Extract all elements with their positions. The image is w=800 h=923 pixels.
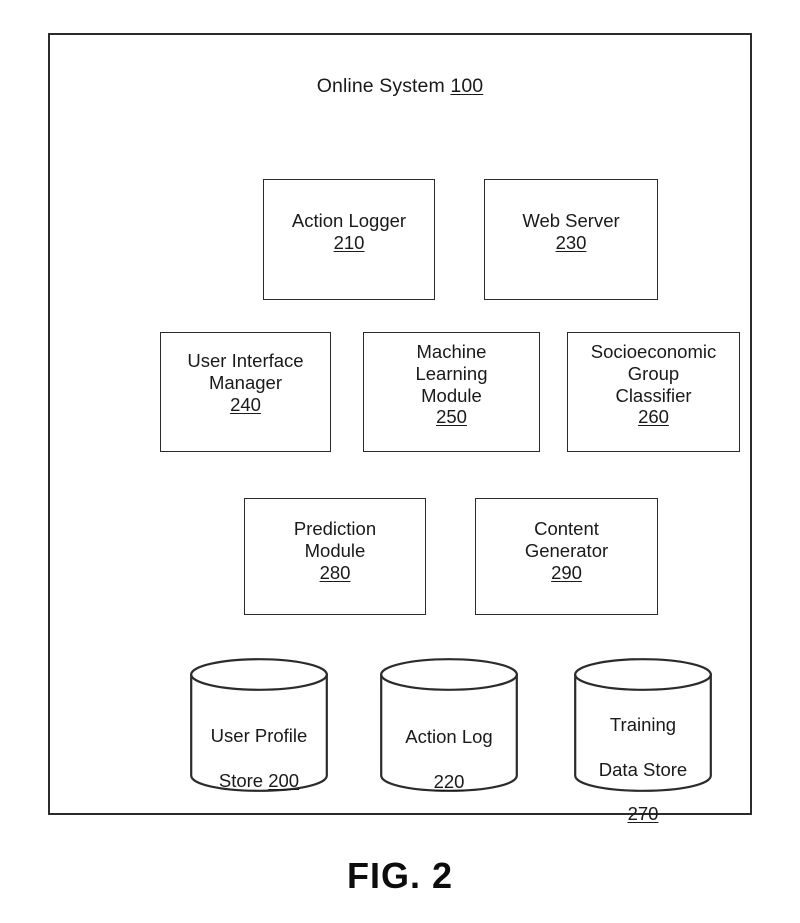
system-reference-number: 100 bbox=[450, 75, 484, 97]
module-label-action-logger: Action Logger bbox=[291, 210, 407, 231]
datastore-ref-training-data-store: 270 bbox=[627, 802, 659, 824]
module-box-prediction-module[interactable]: Prediction Module 280 bbox=[244, 498, 426, 615]
module-box-machine-learning-module[interactable]: Machine Learning Module 250 bbox=[363, 332, 540, 452]
module-box-action-logger[interactable]: Action Logger 210 bbox=[263, 179, 435, 300]
datastore-user-profile-store[interactable]: User Profile Store 200 bbox=[190, 658, 328, 792]
figure-caption: FIG. 2 bbox=[346, 855, 454, 896]
cylinder-shape-icon bbox=[190, 658, 328, 792]
module-ref-machine-learning-module: 250 bbox=[436, 406, 467, 428]
module-ref-prediction-module: 280 bbox=[319, 561, 351, 583]
datastore-label-line1-training-data-store: Training bbox=[609, 714, 677, 736]
module-label-machine-learning-module: Machine Learning Module bbox=[415, 341, 488, 406]
module-label-web-server: Web Server bbox=[522, 210, 620, 231]
datastore-label-line1-user-profile-store: User Profile bbox=[210, 725, 308, 747]
system-title-text: Online System bbox=[316, 75, 445, 97]
datastore-training-data-store[interactable]: Training Data Store 270 bbox=[574, 658, 712, 824]
datastore-label-line2-user-profile-store: Store bbox=[218, 769, 269, 791]
module-ref-web-server: 230 bbox=[555, 231, 587, 253]
module-label-content-generator: Content Generator bbox=[524, 518, 609, 561]
module-label-prediction-module: Prediction Module bbox=[293, 518, 377, 561]
datastore-ref-action-log: 220 bbox=[433, 770, 465, 792]
module-box-content-generator[interactable]: Content Generator 290 bbox=[475, 498, 658, 615]
module-label-socioeconomic-group-classifier: Socioeconomic Group Classifier bbox=[590, 341, 717, 406]
module-box-user-interface-manager[interactable]: User Interface Manager 240 bbox=[160, 332, 331, 452]
module-box-web-server[interactable]: Web Server 230 bbox=[484, 179, 658, 300]
datastore-action-log[interactable]: Action Log 220 bbox=[380, 658, 518, 792]
datastore-label-action-log: Action Log 220 bbox=[380, 704, 518, 793]
module-ref-content-generator: 290 bbox=[551, 561, 582, 583]
module-box-socioeconomic-group-classifier[interactable]: Socioeconomic Group Classifier 260 bbox=[567, 332, 740, 452]
module-ref-action-logger: 210 bbox=[333, 231, 365, 253]
online-system-boundary: Online System 100 Action Logger 210 Web … bbox=[48, 33, 752, 824]
datastore-label-line1-action-log: Action Log bbox=[405, 726, 493, 748]
module-label-user-interface-manager: User Interface Manager bbox=[187, 350, 304, 393]
cylinder-shape-icon bbox=[574, 658, 712, 792]
cylinder-shape-icon bbox=[380, 658, 518, 792]
datastore-label-line2-training-data-store: Data Store bbox=[598, 758, 688, 780]
datastore-label-user-profile-store: User Profile Store 200 bbox=[190, 703, 328, 792]
module-ref-socioeconomic-group-classifier: 260 bbox=[638, 406, 669, 428]
system-title: Online System 100 bbox=[50, 75, 750, 98]
datastore-ref-user-profile-store: 200 bbox=[268, 769, 300, 791]
module-ref-user-interface-manager: 240 bbox=[230, 393, 261, 415]
datastore-label-training-data-store: Training Data Store 270 bbox=[574, 692, 712, 825]
